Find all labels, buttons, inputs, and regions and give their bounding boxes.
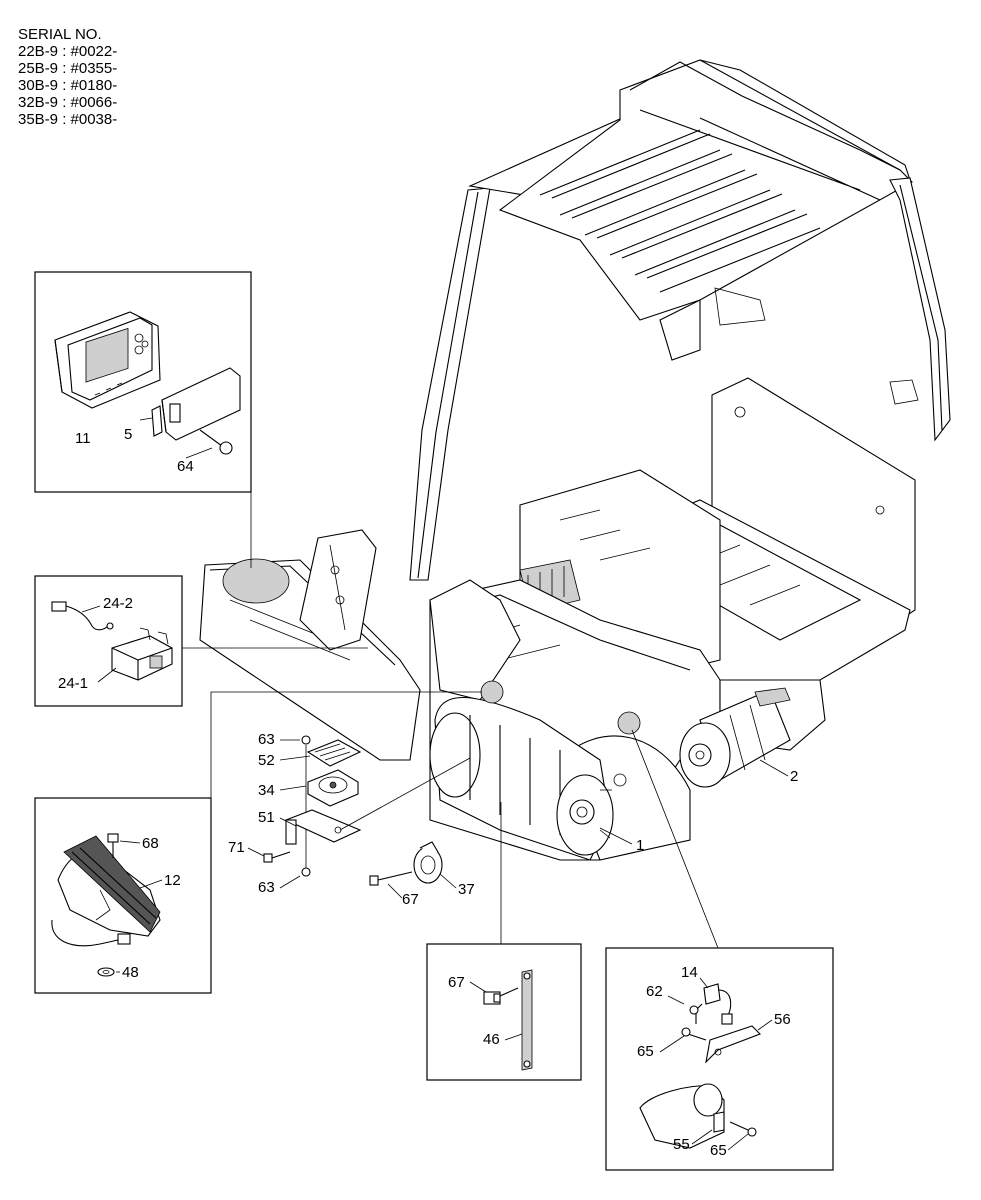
callout-48: 48 — [122, 964, 139, 981]
serial-line: 35B-9 : #0038- — [18, 111, 118, 128]
callout-65: 65 — [637, 1043, 654, 1060]
callout-63: 63 — [258, 879, 275, 896]
callout-67: 67 — [402, 891, 419, 908]
callout-67: 67 — [448, 974, 465, 991]
callout-34: 34 — [258, 782, 275, 799]
bolt-icon — [199, 429, 233, 455]
callout-71: 71 — [228, 839, 245, 856]
display-unit — [54, 311, 161, 409]
overhead-guard — [409, 59, 951, 581]
callout-2: 2 — [790, 768, 798, 785]
wire-connector — [51, 601, 114, 631]
callout-24-1: 24-1 — [58, 675, 88, 692]
bolt-icon — [107, 833, 119, 858]
accelerator-pedal — [51, 835, 161, 947]
sensor-bracket — [705, 1025, 761, 1064]
callout-12: 12 — [164, 872, 181, 889]
washer-icon — [102, 970, 110, 974]
serial-line: 22B-9 : #0022- — [18, 43, 118, 60]
callout-37: 37 — [458, 881, 475, 898]
callout-52: 52 — [258, 752, 275, 769]
callout-5: 5 — [124, 426, 132, 443]
callout-51: 51 — [258, 809, 275, 826]
ground-strap — [483, 969, 533, 1071]
serial-line: 25B-9 : #0355- — [18, 60, 118, 77]
detail-marker — [480, 680, 504, 704]
callout-46: 46 — [483, 1031, 500, 1048]
callout-14: 14 — [681, 964, 698, 981]
callout-62: 62 — [646, 983, 663, 1000]
speed-sensor — [689, 983, 733, 1025]
callout-55: 55 — [673, 1136, 690, 1153]
callout-68: 68 — [142, 835, 159, 852]
display-bracket — [151, 367, 241, 441]
dashboard-cowl — [199, 529, 521, 761]
serial-number-block: SERIAL NO. 22B-9 : #0022- 25B-9 : #0355-… — [18, 26, 117, 128]
drive-motor — [429, 696, 614, 861]
detail-marker — [617, 711, 641, 735]
serial-line: 30B-9 : #0180- — [18, 77, 118, 94]
detail-box-switch — [34, 575, 183, 707]
fan-assembly — [263, 735, 362, 877]
callout-11: 11 — [75, 430, 91, 447]
callout-63: 63 — [258, 731, 275, 748]
serial-title: SERIAL NO. — [18, 26, 102, 43]
switch-block — [111, 627, 173, 681]
callout-24-2: 24-2 — [103, 595, 133, 612]
callout-64: 64 — [177, 458, 194, 475]
bolt-icon — [681, 1027, 707, 1041]
pump-motor — [679, 687, 791, 788]
detail-box-ground-strap — [426, 943, 582, 1081]
horn — [369, 841, 443, 886]
washer-icon — [97, 967, 115, 977]
callout-1: 1 — [636, 837, 644, 854]
callout-56: 56 — [774, 1011, 791, 1028]
serial-line: 32B-9 : #0066- — [18, 94, 118, 111]
motor-shaft — [639, 1083, 757, 1149]
callout-65: 65 — [710, 1142, 727, 1159]
